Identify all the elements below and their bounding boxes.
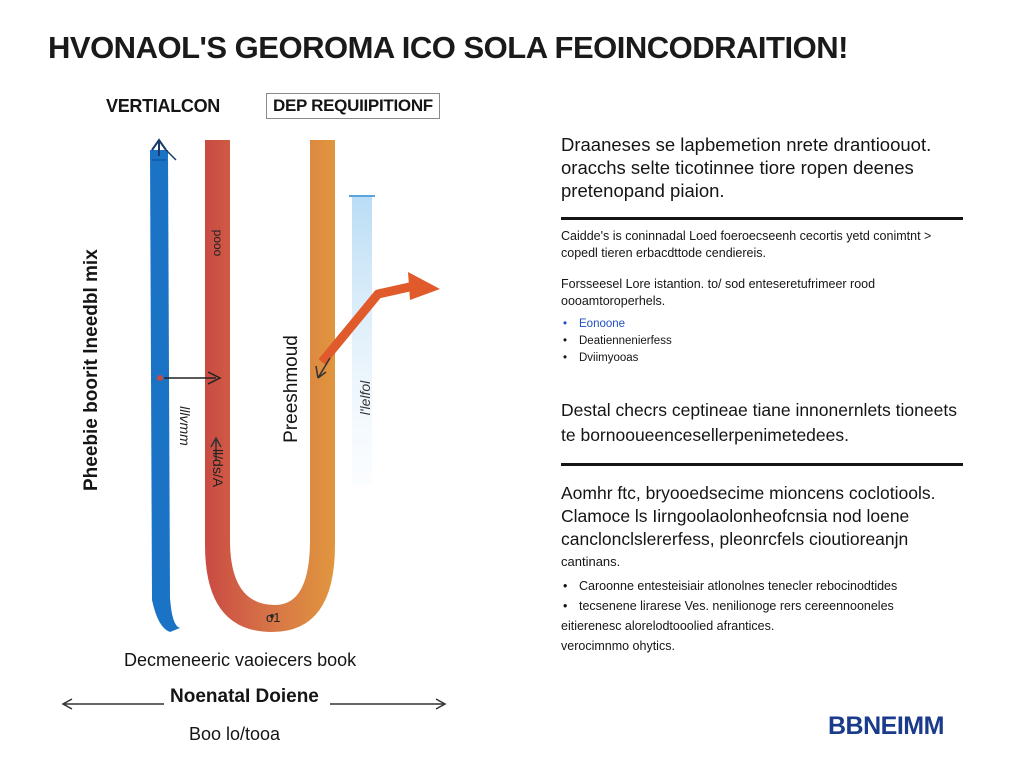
list-item: Dviimyooas bbox=[561, 350, 672, 367]
scale-sublabel: Boo lo/tooa bbox=[189, 724, 281, 744]
paragraph-1: Caidde's is coninnadal Loed foeroecseenh… bbox=[561, 229, 932, 260]
blue-tube-top-arrow bbox=[151, 138, 177, 161]
ice-column-label: l'lelfol bbox=[357, 380, 373, 416]
intro-paragraph: Draaneses se lapbemetion nrete drantioou… bbox=[561, 134, 932, 201]
u-tube-bottom-label: o1 bbox=[266, 610, 281, 625]
list-item: eitierenesc alorelodtooolied afrantices. bbox=[561, 619, 775, 633]
brand-logo: BBNEIMM bbox=[828, 712, 944, 740]
u-tube bbox=[205, 140, 335, 632]
ice-column bbox=[349, 195, 375, 486]
section-3-paragraph: Aomhr ftc, bryooedsecime mioncens coclot… bbox=[561, 483, 936, 549]
section-2-paragraph: Destal checrs ceptineae tiane innonernle… bbox=[561, 400, 957, 445]
diagonal-arrow bbox=[315, 272, 440, 379]
page-title: HVONAOL'S GEOROMA ICO SOLA FEOINCODRAITI… bbox=[48, 30, 848, 65]
pointer-arrow bbox=[157, 371, 222, 385]
bullet-list-2: Caroonne entesteisiair atlonolnes tenecl… bbox=[561, 576, 981, 656]
divider bbox=[561, 463, 963, 466]
blue-tube bbox=[150, 150, 180, 632]
requirement-box: DEP REQUIIPITIONF bbox=[266, 93, 440, 119]
list-item: Deatiennenierfess bbox=[561, 333, 672, 350]
vertical-column-label: VERTIALCON bbox=[106, 96, 221, 116]
list-item: tecsenene lirarese Ves. nenilionoge rers… bbox=[561, 596, 981, 616]
left-axis-label: Pheebie boorit lneedbl mix bbox=[81, 249, 102, 491]
paragraph-2: Forsseesel Lore istantion. to/ sod entes… bbox=[561, 277, 876, 308]
scale-line bbox=[61, 698, 447, 710]
list-item: verocimnmo ohytics. bbox=[561, 639, 675, 653]
list-item: Eonoone bbox=[561, 316, 672, 333]
u-tube-bottom-dot bbox=[270, 614, 274, 618]
scale-label: NoenataI Doiene bbox=[170, 686, 319, 707]
small-up-arrow bbox=[210, 436, 222, 460]
red-tube-mid-label: ll/ds/A bbox=[210, 448, 226, 488]
list-item: Caroonne entesteisiair atlonolnes tenecl… bbox=[561, 576, 981, 596]
section-3-note: cantinans. bbox=[561, 554, 621, 569]
pressure-label: Preeshmoud bbox=[281, 335, 302, 443]
diagram-caption: Decmeneeric vaoiecers book bbox=[124, 650, 357, 670]
bullet-list-1: Eonoone Deatiennenierfess Dviimyooas bbox=[561, 316, 672, 367]
blue-tube-mid-label: lllvmm bbox=[177, 406, 193, 446]
tube-diagram bbox=[61, 138, 447, 710]
red-tube-tag: pooo bbox=[211, 229, 225, 257]
divider bbox=[561, 217, 963, 220]
